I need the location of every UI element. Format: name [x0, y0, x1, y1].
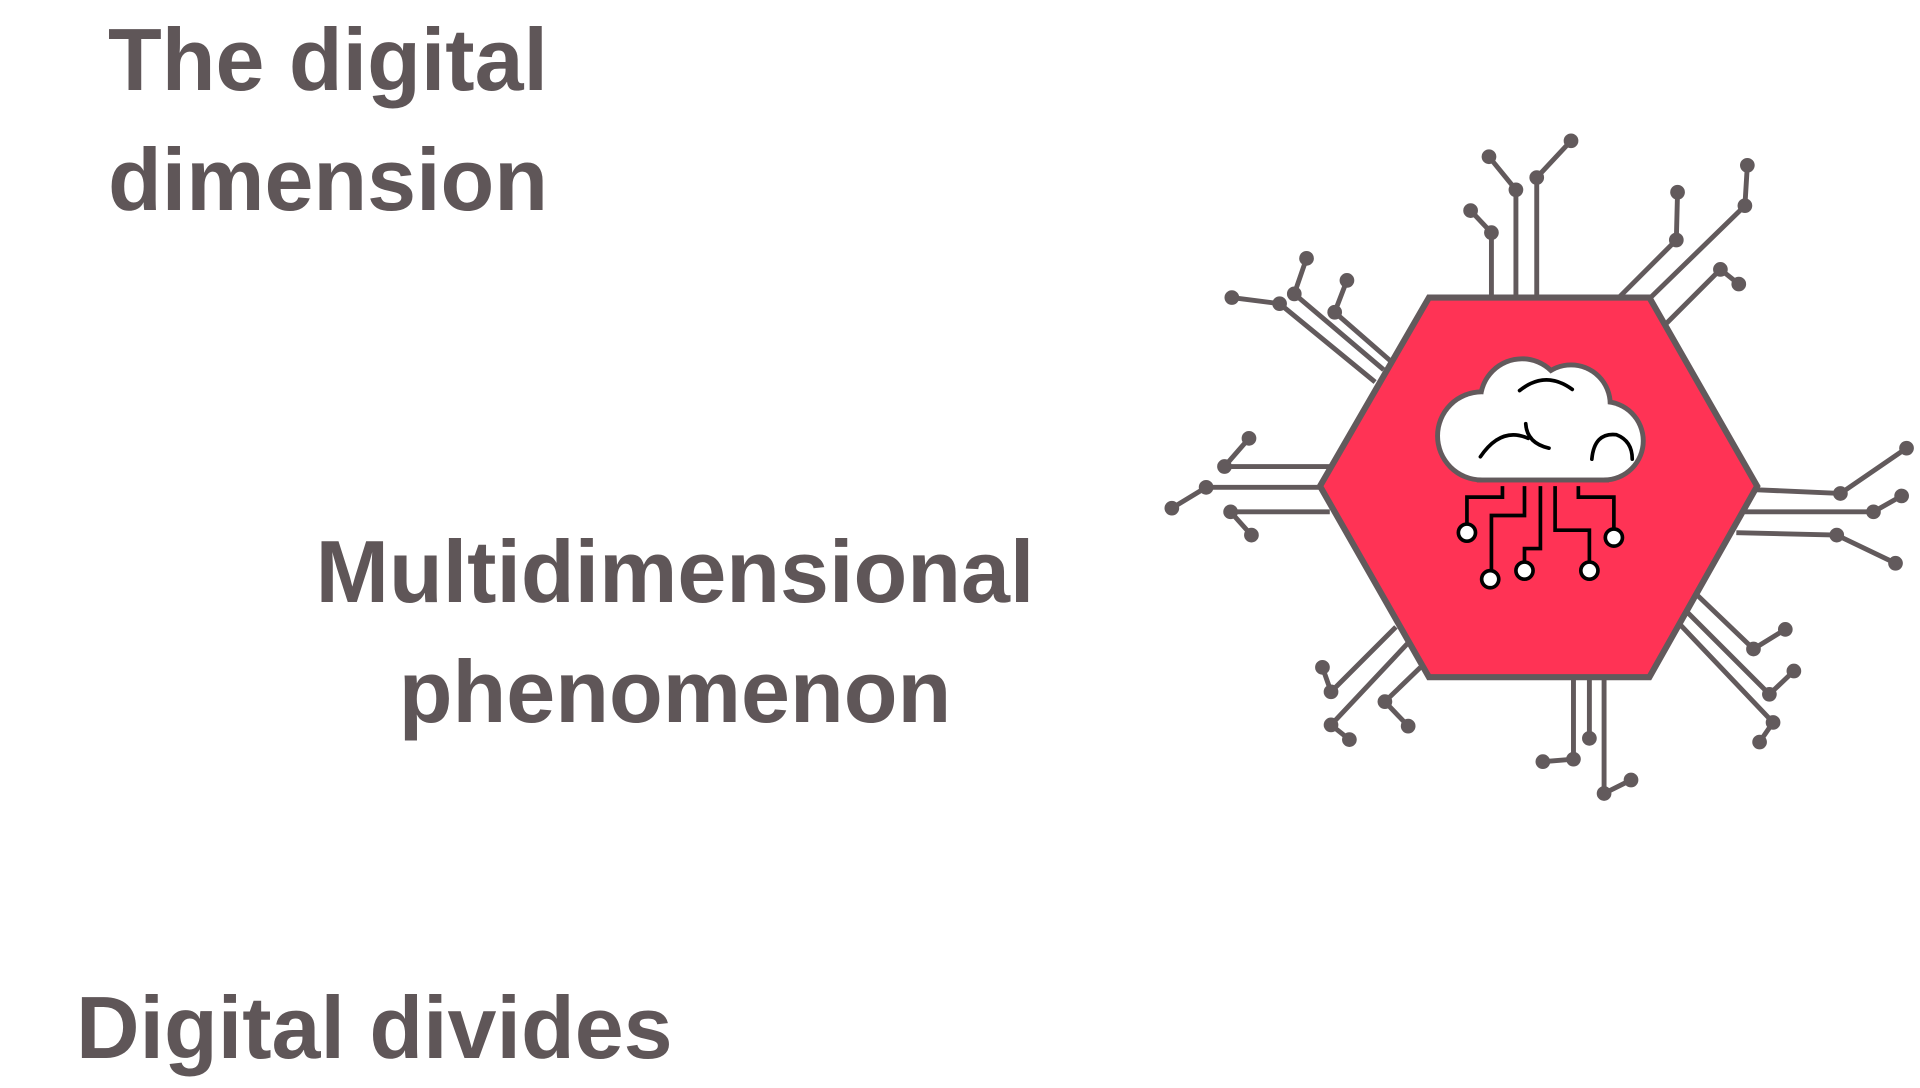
circuit-node	[1463, 203, 1478, 218]
circuit-node	[1668, 232, 1684, 248]
circuit-node	[1217, 459, 1232, 474]
heading-multidimensional-phenomenon: Multidimensional phenomenon	[0, 512, 1350, 752]
circuit-trace	[1694, 592, 1787, 652]
circuit-nodes	[1164, 133, 1914, 801]
circuit-node	[1899, 440, 1914, 456]
circuit-node	[1582, 731, 1597, 746]
circuit-node	[1762, 686, 1777, 702]
circuit-trace	[1231, 295, 1377, 384]
circuit-trace	[1534, 139, 1573, 298]
heading-line: phenomenon	[398, 642, 952, 741]
circuit-node	[1377, 694, 1393, 709]
circuit-node	[1866, 504, 1881, 520]
circuit-node	[1508, 182, 1524, 198]
circuit-node	[1737, 198, 1753, 214]
circuit-node	[1481, 149, 1497, 165]
circuit-node	[1829, 527, 1845, 543]
circuit-node	[1623, 772, 1639, 788]
circuit-node	[1566, 751, 1581, 767]
circuit-trace	[1222, 436, 1330, 469]
heading-line: Multidimensional	[315, 522, 1035, 621]
circuit-node	[1786, 663, 1802, 679]
circuit-node	[1327, 304, 1343, 320]
circuit-node	[1888, 555, 1903, 571]
cloud-icon	[1435, 356, 1646, 590]
circuit-node	[1529, 170, 1545, 185]
circuit-node	[1198, 480, 1214, 495]
circuit-trace	[1663, 266, 1741, 327]
circuit-trace	[1468, 208, 1494, 298]
circuit-node	[1224, 290, 1240, 305]
circuit-node	[1400, 718, 1416, 734]
circuit-node	[1299, 251, 1314, 266]
heading-digital-divides: Digital divides	[76, 978, 673, 1077]
circuit-node	[1272, 296, 1287, 312]
circuit-node	[1713, 262, 1728, 277]
cloud-circuit	[1465, 486, 1616, 574]
circuit-node	[1833, 486, 1848, 501]
circuit-node	[1339, 273, 1355, 288]
circuit-trace	[1736, 530, 1897, 566]
circuit-trace	[1685, 610, 1796, 697]
circuit-node	[1596, 786, 1612, 801]
circuit-node	[1484, 225, 1499, 240]
circuit-node	[1286, 286, 1302, 302]
circuit-node	[1315, 660, 1330, 675]
circuit-node	[1740, 157, 1755, 173]
heading-line: The digital	[108, 10, 548, 109]
circuit-node	[1894, 488, 1909, 504]
circuit-node	[1670, 184, 1685, 200]
circuit-node	[1323, 684, 1339, 700]
circuit-node	[1563, 133, 1579, 149]
circuit-node	[1244, 527, 1259, 543]
circuit-node	[1777, 622, 1793, 637]
circuit-node	[1746, 641, 1761, 657]
circuit-node	[1323, 717, 1339, 733]
circuit-node	[1241, 431, 1257, 446]
circuit-trace	[1170, 484, 1320, 511]
circuit-trace	[1320, 625, 1398, 695]
circuit-node	[1342, 732, 1357, 747]
circuit-trace	[1757, 446, 1908, 496]
heading-digital-dimension: The digital dimension	[108, 0, 548, 240]
brain-lines	[1478, 378, 1635, 462]
circuit-node	[1731, 276, 1747, 292]
circuit-node	[1752, 734, 1767, 750]
circuit-node	[1765, 715, 1781, 730]
circuit-trace	[1542, 677, 1576, 765]
circuit-node	[1223, 504, 1238, 520]
circuit-node	[1164, 500, 1180, 516]
heading-line: dimension	[108, 130, 549, 229]
circuit-node	[1535, 754, 1551, 769]
